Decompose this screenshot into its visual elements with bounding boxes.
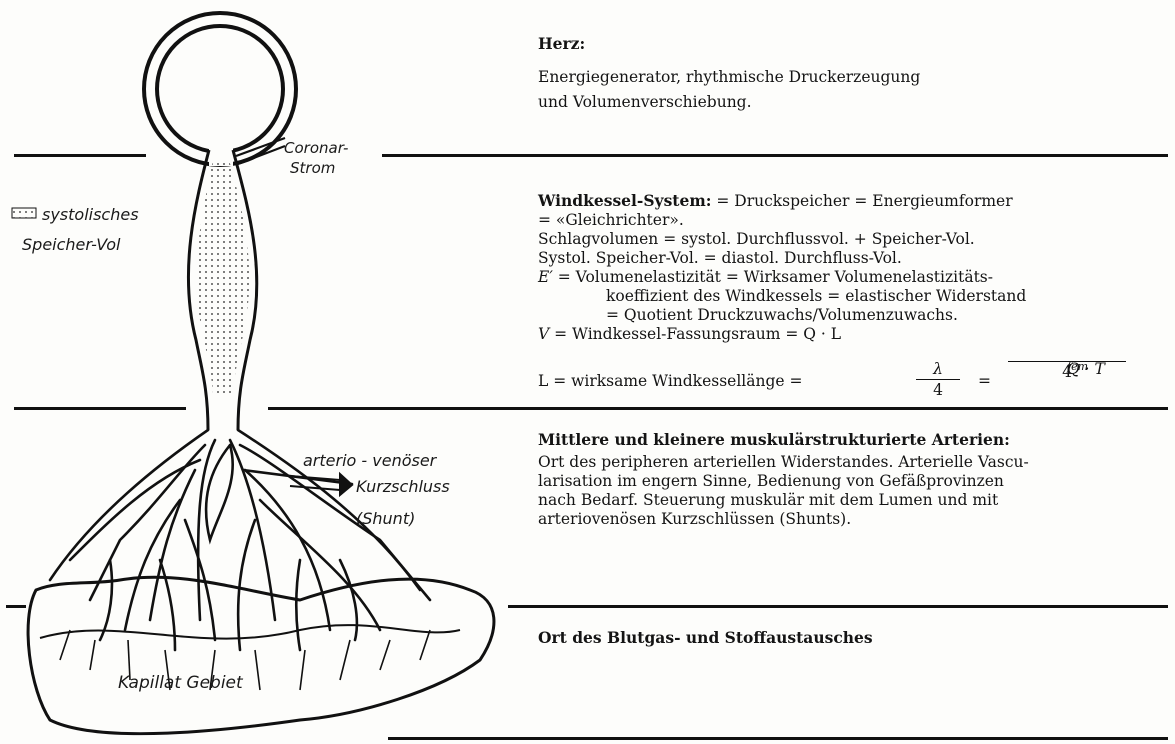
windkessel-aorta: [188, 150, 256, 430]
shunt-label-1: arterio - venöser: [303, 451, 438, 470]
kapillar-label: Kapillat Gebiet: [118, 673, 244, 693]
speicher-label-2: Speicher-Vol: [22, 235, 121, 254]
formula-lhs: L = wirksame Windkessellänge =: [538, 372, 802, 390]
rule-left-2: [14, 407, 186, 410]
coronar-label-2: Strom: [290, 159, 335, 177]
arterien-heading: Mittlere und kleinere muskulärstrukturie…: [538, 430, 1168, 449]
herz-heading: Herz:: [538, 34, 1168, 53]
windkessel-line-6: koeffizient des Windkessels = elastische…: [538, 287, 1168, 306]
windkessel-line-3: Schlagvolumen = systol. Durchflussvol. +…: [538, 230, 1168, 249]
rule-left-3: [6, 605, 26, 608]
windkessel-line-8: = Windkessel-Fassungsraum = Q · L: [549, 325, 841, 343]
shunt-label-3: (Shunt): [356, 509, 415, 528]
rule-right-3: [508, 605, 1168, 608]
fraction-lambda-bar: [916, 379, 960, 380]
fraction-qt-subscript: fem: [1067, 360, 1088, 373]
windkessel-line-7: = Quotient Druckzuwachs/Volumenzuwachs.: [538, 306, 1168, 325]
windkessel-e-symbol: E′: [538, 268, 553, 286]
speicher-swatch: [12, 208, 36, 218]
arterien-line-4: arteriovenösen Kurzschlüssen (Shunts).: [538, 510, 1168, 529]
section-herz: Herz: Energiegenerator, rhythmische Druc…: [538, 34, 1168, 112]
section-kapillar: Ort des Blutgas- und Stoffaustausches: [538, 628, 1168, 647]
windkessel-v-symbol: V: [538, 325, 549, 343]
rule-right-2: [268, 407, 1168, 410]
fraction-lambda-denominator: 4: [916, 381, 960, 399]
circulation-diagram: Coronar- Strom systolisches Speicher-Vol…: [0, 0, 520, 744]
windkessel-heading: Windkessel-System:: [538, 191, 711, 210]
section-windkessel: Windkessel-System: = Druckspeicher = Ene…: [538, 191, 1168, 344]
rule-bottom: [388, 737, 1168, 740]
formula-equals: =: [978, 372, 991, 390]
capillary-region: [28, 577, 494, 733]
circulation-drawing: Coronar- Strom systolisches Speicher-Vol…: [0, 0, 520, 744]
section-arterien: Mittlere und kleinere muskulärstrukturie…: [538, 430, 1168, 529]
speicher-label-1: systolisches: [42, 205, 139, 224]
windkessel-line-4: Systol. Speicher-Vol. = diastol. Durchfl…: [538, 249, 1168, 268]
arterien-line-1: Ort des peripheren arteriellen Widerstan…: [538, 453, 1168, 472]
kapillar-heading: Ort des Blutgas- und Stoffaustausches: [538, 628, 1168, 647]
rule-left-1: [14, 154, 146, 157]
herz-line-2: und Volumenverschiebung.: [538, 93, 1168, 112]
fraction-lambda-numerator: λ: [916, 360, 960, 378]
windkessel-line-2: = «Gleichrichter».: [538, 211, 1168, 230]
herz-line-1: Energiegenerator, rhythmische Druckerzeu…: [538, 68, 1168, 87]
rule-right-1: [382, 154, 1168, 157]
windkessel-line-5: = Volumenelastizität = Wirksamer Volumen…: [553, 268, 993, 286]
arterien-line-2: larisation im engern Sinne, Bedienung vo…: [538, 472, 1168, 491]
fraction-lambda: λ 4: [916, 360, 960, 399]
shunt-label-2: Kurzschluss: [356, 477, 450, 496]
coronar-label-1: Coronar-: [284, 139, 348, 157]
windkessel-length-formula: L = wirksame Windkessellänge = λ 4 = Q ·…: [538, 360, 1168, 404]
windkessel-heading-rest: = Druckspeicher = Energieumformer: [711, 192, 1012, 210]
arterien-line-3: nach Bedarf. Steuerung muskulär mit dem …: [538, 491, 1168, 510]
